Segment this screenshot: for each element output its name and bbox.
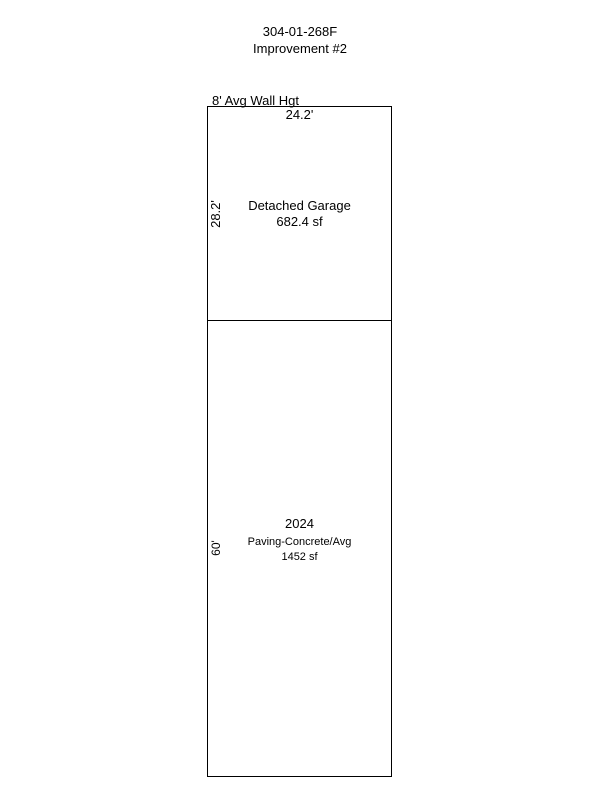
paving-year: 2024 [285,516,314,531]
garage-name: Detached Garage [248,198,351,213]
wall-height-label: 8' Avg Wall Hgt [212,93,300,108]
paving-depth-label: 60' [209,540,223,556]
parcel-id: 304-01-268F [262,24,338,39]
paving-outline [207,320,392,777]
improvement-title: Improvement #2 [253,41,347,56]
paving-name: Paving-Concrete/Avg [247,536,352,548]
paving-area: 1452 sf [281,551,318,563]
garage-width-label: 24.2' [285,107,314,122]
garage-area: 682.4 sf [276,214,323,229]
